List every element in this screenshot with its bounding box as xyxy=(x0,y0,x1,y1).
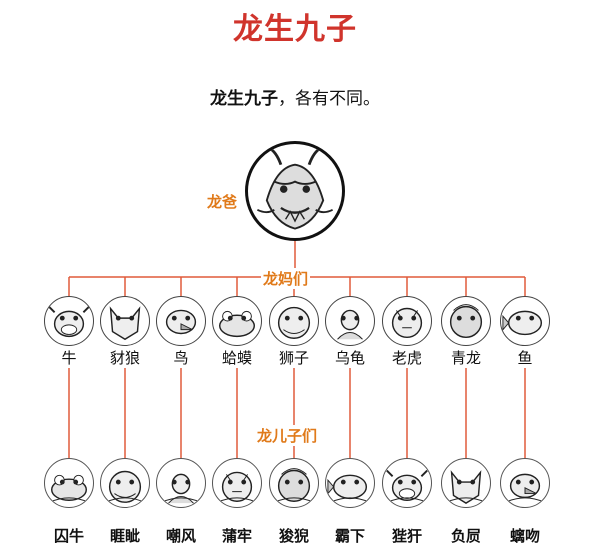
creature-face-icon xyxy=(505,473,545,503)
son-portrait-2 xyxy=(100,458,150,508)
animal-face-icon xyxy=(109,306,141,341)
parent-portrait-8 xyxy=(441,296,491,346)
son-label-3: 嘲风 xyxy=(165,527,196,545)
creature-face-icon xyxy=(217,471,257,503)
animal-face-icon xyxy=(277,306,311,339)
son-portrait-1 xyxy=(44,458,94,508)
son-label-6: 霸下 xyxy=(334,527,365,545)
parent-portrait-6 xyxy=(325,296,375,346)
son-portrait-5 xyxy=(269,458,319,508)
page-title: 龙生九子 xyxy=(233,12,357,47)
parent-label-6: 乌龟 xyxy=(320,347,380,368)
parent-label-9: 鱼 xyxy=(495,347,555,368)
parent-portrait-7 xyxy=(382,296,432,346)
dragon-head-icon xyxy=(256,146,334,230)
parent-label-2: 豺狼 xyxy=(95,347,155,368)
sons-label: 龙儿子们 xyxy=(255,425,320,446)
creature-face-icon xyxy=(327,474,370,503)
creature-face-icon xyxy=(49,474,89,503)
animal-face-icon xyxy=(391,307,423,339)
animal-face-icon xyxy=(219,310,255,338)
parent-label-7: 老虎 xyxy=(377,347,437,368)
creature-face-icon xyxy=(161,473,201,504)
parent-portrait-3 xyxy=(156,296,206,346)
son-label-1: 囚牛 xyxy=(53,527,84,545)
parent-portrait-5 xyxy=(269,296,319,346)
animal-face-icon xyxy=(48,305,90,338)
parent-portrait-1 xyxy=(44,296,94,346)
parent-portrait-4 xyxy=(212,296,262,346)
son-portrait-8 xyxy=(441,458,491,508)
creature-face-icon xyxy=(274,468,314,503)
son-label-9: 螭吻 xyxy=(509,527,540,545)
moms-label: 龙妈们 xyxy=(261,268,311,289)
parent-label-4: 蛤蟆 xyxy=(207,347,267,368)
creature-face-icon xyxy=(105,470,145,503)
son-portrait-7 xyxy=(382,458,432,508)
parent-portrait-9 xyxy=(500,296,550,346)
animal-face-icon xyxy=(449,304,483,339)
son-label-4: 蒲牢 xyxy=(221,527,252,545)
subtitle-bold: 龙生九子 xyxy=(210,89,278,109)
parent-label-1: 牛 xyxy=(39,347,99,368)
parent-label-5: 狮子 xyxy=(264,347,324,368)
subtitle: 龙生九子，各有不同。 xyxy=(0,84,590,109)
son-portrait-9 xyxy=(500,458,550,508)
son-label-5: 狻猊 xyxy=(278,527,309,545)
animal-face-icon xyxy=(337,309,363,340)
dragon-dad-portrait xyxy=(245,141,345,241)
animal-face-icon xyxy=(502,310,543,336)
creature-face-icon xyxy=(386,469,428,503)
dad-label: 龙爸 xyxy=(205,191,240,212)
subtitle-rest: ，各有不同。 xyxy=(278,89,380,109)
son-portrait-4 xyxy=(212,458,262,508)
parent-label-8: 青龙 xyxy=(436,347,496,368)
son-label-8: 负屃 xyxy=(450,527,481,545)
parent-portrait-2 xyxy=(100,296,150,346)
animal-face-icon xyxy=(165,309,197,335)
parent-label-3: 鸟 xyxy=(151,347,211,368)
son-portrait-3 xyxy=(156,458,206,508)
son-label-7: 狴犴 xyxy=(391,527,422,545)
creature-face-icon xyxy=(446,470,486,505)
son-label-2: 睚眦 xyxy=(109,527,140,545)
son-portrait-6 xyxy=(325,458,375,508)
